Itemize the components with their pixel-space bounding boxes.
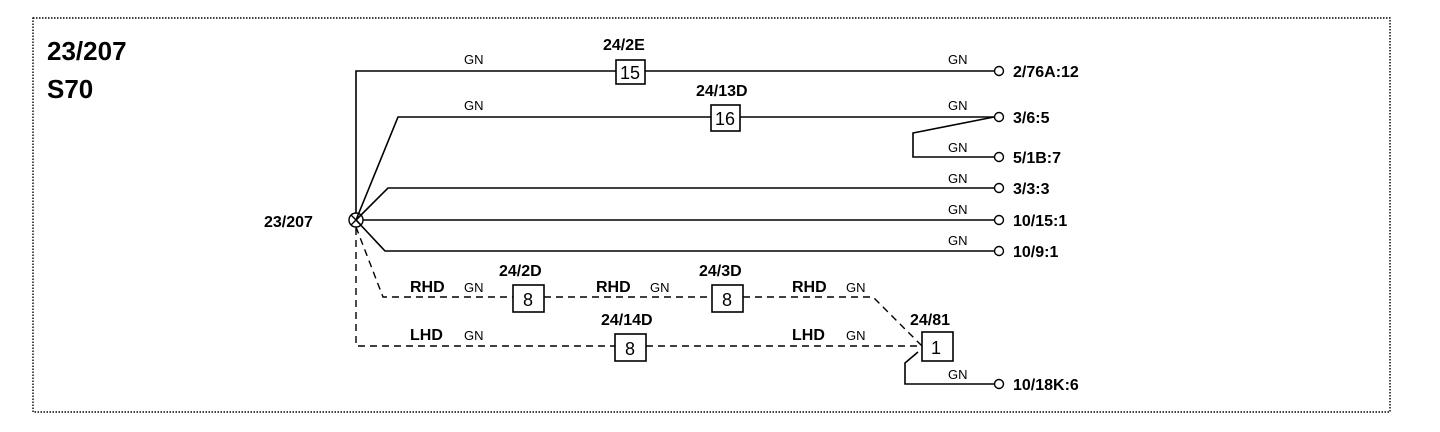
rhd-route: RHD GN RHD GN RHD GN [355, 226, 923, 347]
terminal-label: 10/9:1 [1013, 244, 1058, 261]
connector-pin-number: 8 [625, 339, 635, 359]
wire-color-label: GN [948, 140, 968, 155]
wire-color-label: GN [464, 98, 484, 113]
rhd-label: RHD [410, 279, 445, 296]
connector-pin-box [921, 331, 954, 362]
connector-pin-box [512, 284, 545, 313]
connector-24-81: 24/81 1 [910, 312, 954, 362]
terminal-icon [993, 182, 1005, 194]
lhd-route: LHD GN LHD GN [355, 228, 922, 347]
wire-color-label: GN [948, 98, 968, 113]
terminal-label: 10/18K:6 [1013, 377, 1079, 394]
connector-pin-box [614, 333, 647, 362]
wire-color-label: GN [464, 280, 484, 295]
terminal-3-3-3: 3/3:3 [993, 181, 1050, 198]
connector-label: 24/2E [603, 37, 645, 54]
diagram-frame [32, 17, 1391, 413]
wire-color-label: GN [948, 202, 968, 217]
rhd-label: RHD [596, 279, 631, 296]
wire-to-3-6-5: GN GN [355, 98, 994, 221]
terminal-2-76a-12: 2/76A:12 [993, 64, 1079, 81]
wire-color-label: GN [464, 52, 484, 67]
terminal-icon [993, 214, 1005, 226]
terminal-10-9-1: 10/9:1 [993, 244, 1058, 261]
wire-color-label: GN [948, 52, 968, 67]
connector-pin-box [711, 284, 744, 313]
connector-label: 24/81 [910, 312, 950, 329]
wire-to-10-18k-6: GN [904, 351, 994, 385]
wire-color-label: GN [464, 328, 484, 343]
terminal-5-1b-7: 5/1B:7 [993, 150, 1061, 167]
terminal-label: 10/15:1 [1013, 213, 1067, 230]
terminal-10-18k-6: 10/18K:6 [993, 377, 1079, 394]
wire-to-10-15-1: GN [363, 202, 994, 221]
terminal-10-15-1: 10/15:1 [993, 213, 1067, 230]
rhd-label: RHD [792, 279, 827, 296]
terminal-label: 3/6:5 [1013, 110, 1050, 127]
terminal-icon [993, 65, 1005, 77]
connector-pin-box [710, 104, 741, 132]
lhd-label: LHD [792, 327, 825, 344]
terminal-icon [993, 151, 1005, 163]
terminal-label: 5/1B:7 [1013, 150, 1061, 167]
connector-24-14d: 24/14D 8 [601, 312, 653, 362]
connector-label: 24/14D [601, 312, 653, 329]
terminal-label: 2/76A:12 [1013, 64, 1079, 81]
ground-point-label: 23/207 [264, 214, 313, 231]
connector-label: 24/2D [499, 263, 542, 280]
wire-to-10-9-1: GN [355, 219, 994, 252]
wire-to-3-3-3: GN [355, 171, 994, 221]
connector-pin-number: 16 [715, 109, 735, 129]
connector-label: 24/13D [696, 83, 748, 100]
connector-pin-number: 8 [523, 290, 533, 310]
wire-color-label: GN [948, 233, 968, 248]
connector-pin-number: 8 [722, 290, 732, 310]
wire-to-2-76a-12: GN GN [355, 52, 994, 213]
connector-24-13d: 24/13D 16 [696, 83, 748, 132]
connector-24-2d: 24/2D 8 [499, 263, 545, 313]
wire-color-label: GN [846, 280, 866, 295]
terminal-label: 3/3:3 [1013, 181, 1050, 198]
connector-label: 24/3D [699, 263, 742, 280]
terminal-icon [993, 378, 1005, 390]
connector-pin-box [615, 59, 646, 85]
wire-color-label: GN [948, 171, 968, 186]
connector-pin-number: 1 [931, 338, 941, 358]
terminal-icon [993, 111, 1005, 123]
wire-color-label: GN [846, 328, 866, 343]
connector-24-2e: 24/2E 15 [603, 37, 646, 85]
wire-color-label: GN [948, 367, 968, 382]
diagram-title-code: 23/207 [47, 36, 127, 66]
wire-color-label: GN [650, 280, 670, 295]
terminal-icon [993, 245, 1005, 257]
lhd-label: LHD [410, 327, 443, 344]
wire-to-5-1b-7: GN [912, 116, 995, 158]
connector-24-3d: 24/3D 8 [699, 263, 744, 313]
diagram-title-model: S70 [47, 74, 93, 104]
connector-pin-number: 15 [620, 63, 640, 83]
terminal-3-6-5: 3/6:5 [993, 110, 1050, 127]
